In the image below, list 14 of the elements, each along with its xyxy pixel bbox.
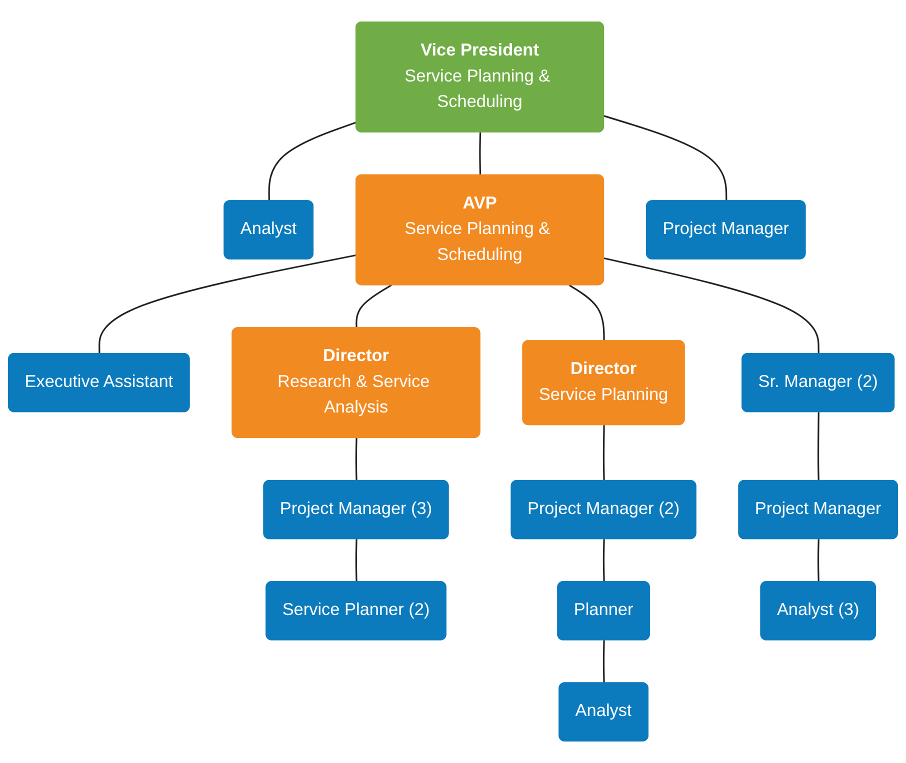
- connector: [602, 539, 605, 582]
- connector: [817, 412, 820, 482]
- connector: [268, 122, 357, 202]
- connector: [98, 254, 357, 354]
- connector: [355, 539, 358, 582]
- connector: [602, 640, 605, 684]
- connector: [356, 284, 392, 328]
- connector: [355, 438, 358, 482]
- connector: [602, 425, 605, 482]
- connector: [604, 115, 728, 202]
- connector: [479, 132, 482, 176]
- connector: [604, 257, 820, 354]
- connector: [817, 539, 820, 582]
- connector: [568, 284, 605, 342]
